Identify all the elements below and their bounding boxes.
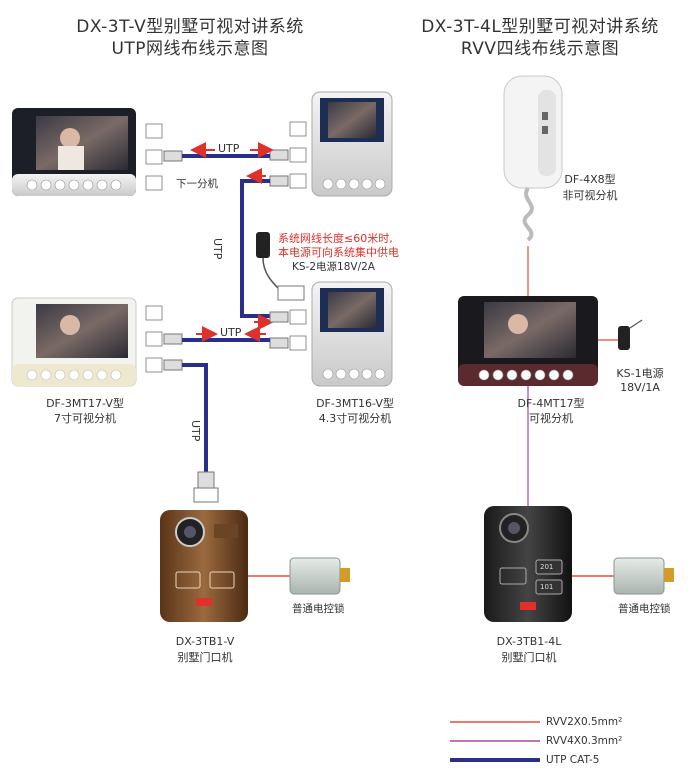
power-supply-ks1 <box>618 319 643 350</box>
monitor-top-left <box>12 108 136 196</box>
legend-rvv4-label: RVV4X0.3mm² <box>546 735 623 747</box>
handset-desc: 非可视分机 <box>562 189 618 202</box>
monitor-mid-left <box>11 297 137 387</box>
utp-label-vertical: UTP <box>211 238 224 260</box>
monitor-left-model: DF-3MT17-V型 <box>46 397 124 410</box>
right-title-line1: DX-3T-4L型别墅可视对讲系统 <box>421 17 659 37</box>
left-title-line1: DX-3T-V型别墅可视对讲系统 <box>76 17 304 37</box>
monitor-right-model: DF-3MT16-V型 <box>316 397 394 410</box>
door-panel-text-1: 201 <box>540 563 554 571</box>
monitor-r-model: DF-4MT17型 <box>517 397 585 410</box>
utp-label-middle: UTP <box>220 326 242 339</box>
legend-rvv2-label: RVV2X0.5mm² <box>546 716 623 728</box>
door-station-left <box>160 510 248 622</box>
lock-left-label: 普通电控锁 <box>292 603 345 615</box>
door-right-desc: 别墅门口机 <box>501 651 557 664</box>
left-title-line2: UTP网线布线示意图 <box>111 39 269 59</box>
power-note-line2: 本电源可向系统集中供电 <box>278 246 399 259</box>
utp-label-top: UTP <box>218 142 240 155</box>
monitor-right-desc: 4.3寸可视分机 <box>318 412 392 425</box>
electric-lock-left <box>289 557 350 595</box>
monitor-top-right <box>311 91 393 197</box>
lock-right-label: 普通电控锁 <box>618 603 671 615</box>
handset-df4x8 <box>503 75 563 242</box>
right-title-line2: RVV四线布线示意图 <box>460 39 620 59</box>
sub-unit-label: 下一分机 <box>176 178 218 190</box>
jacks-top-left <box>145 123 163 191</box>
legend-utp-label: UTP CAT-5 <box>546 754 600 766</box>
door-left-desc: 别墅门口机 <box>177 651 233 664</box>
door-left-model: DX-3TB1-V <box>175 635 235 648</box>
power-model-ks2: KS-2电源18V/2A <box>292 261 375 273</box>
monitor-r-desc: 可视分机 <box>529 412 573 425</box>
power-ks1-line2: 18V/1A <box>620 381 660 394</box>
monitor-right <box>458 296 598 386</box>
handset-model: DF-4X8型 <box>564 173 616 186</box>
power-note-line1: 系统网线长度≤60米时, <box>278 232 393 245</box>
monitor-mid-right <box>311 281 393 387</box>
electric-lock-right <box>613 557 674 595</box>
door-panel-text-2: 101 <box>540 583 554 591</box>
power-ks1-line1: KS-1电源 <box>616 367 664 380</box>
door-right-model: DX-3TB1-4L <box>496 635 562 648</box>
monitor-left-desc: 7寸可视分机 <box>54 412 116 425</box>
door-station-right <box>484 506 572 622</box>
utp-label-door: UTP <box>189 420 202 442</box>
